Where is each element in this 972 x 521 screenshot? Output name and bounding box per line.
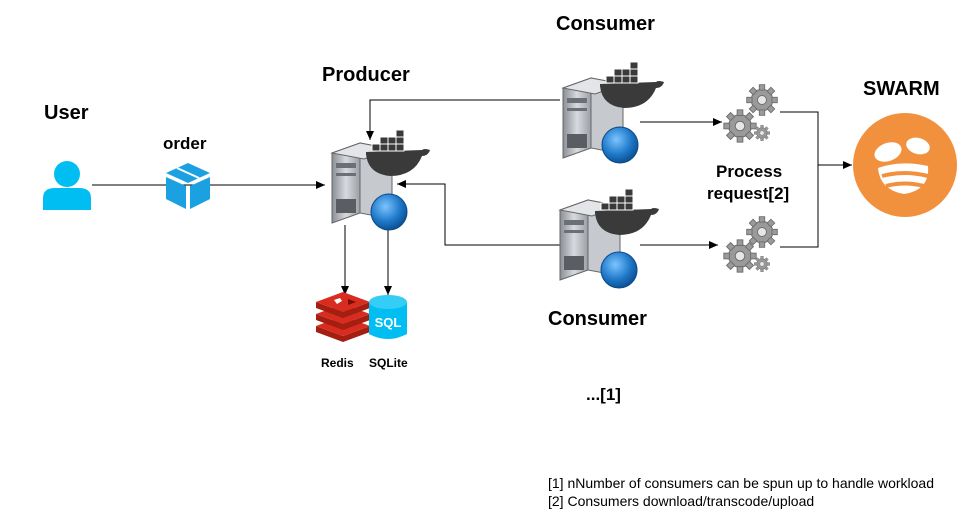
producer-globe-icon [370,193,408,231]
connector-consumer-bottom-producer [397,180,560,246]
consumer-top-docker-icon [599,61,665,109]
connector-consumer-top-producer [366,99,560,140]
redis-icon [316,292,370,342]
order-label: order [163,134,207,153]
user-icon [43,161,91,210]
process-gears-bottom-icon [723,216,778,273]
sqlite-icon: SQL [369,295,407,339]
footnote-1: [1] nNumber of consumers can be spun up … [548,475,935,491]
consumer-top-label: Consumer [556,13,655,35]
consumer-bottom-docker-icon [594,188,660,236]
request-label: request[2] [707,184,790,203]
sql-icon-text: SQL [375,315,402,330]
consumer-bottom-globe-icon [600,251,638,289]
redis-label: Redis [321,356,354,370]
consumer-top-globe-icon [601,126,639,164]
footnote-2: [2] Consumers download/transcode/upload [548,493,815,509]
user-label: User [44,102,89,124]
swarm-logo-icon [853,113,957,217]
process-label: Process [716,162,783,181]
more-consumers-label: ...[1] [586,385,621,404]
producer-label: Producer [322,64,410,86]
package-icon [166,163,210,209]
swarm-label: SWARM [863,78,940,100]
consumer-bottom-label: Consumer [548,308,647,330]
sqlite-label: SQLite [369,356,408,370]
process-gears-top-icon [723,84,778,143]
producer-docker-icon [365,129,431,177]
connector-process-swarm [780,111,852,248]
